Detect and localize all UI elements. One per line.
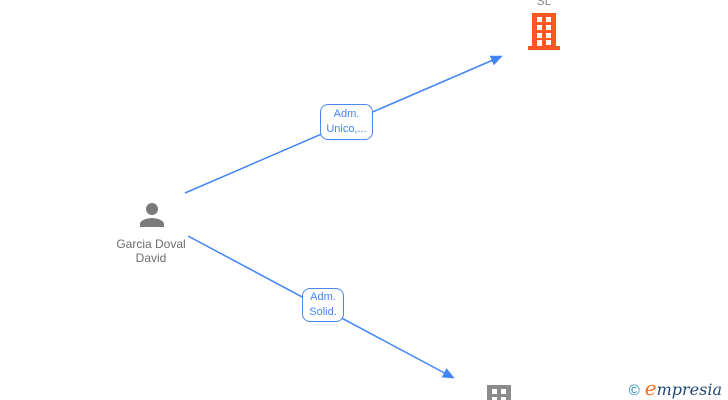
edge-label-adm-solid: Adm. Solid.	[302, 288, 344, 322]
company-top-label: SL	[536, 0, 552, 8]
copyright-icon: ©	[628, 382, 640, 399]
edge-label-adm-unico: Adm. Unico,...	[320, 104, 373, 140]
edge-label-line2: Unico,...	[326, 123, 367, 135]
building-icon	[528, 13, 560, 54]
company-bottom-node[interactable]	[483, 385, 515, 400]
empresia-logo[interactable]: © e mpresia	[629, 376, 722, 400]
person-icon	[134, 203, 170, 237]
brand-rest: mpresia	[656, 380, 722, 399]
person-node[interactable]	[134, 197, 170, 233]
person-name-line1: Garcia Doval	[116, 237, 186, 251]
person-name-line2: David	[135, 251, 167, 265]
company-top-node[interactable]	[528, 13, 560, 50]
edge-label-line1: Adm.	[333, 108, 360, 120]
person-name-label: Garcia Doval David	[76, 237, 226, 265]
edge-label-line2: Solid.	[309, 306, 337, 318]
edge-label-line1: Adm.	[310, 291, 336, 303]
brand-initial: e	[644, 376, 657, 400]
